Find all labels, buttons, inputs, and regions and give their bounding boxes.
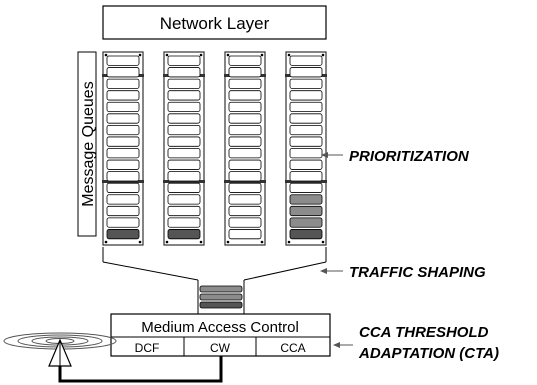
message-slot xyxy=(106,101,140,113)
message-slot xyxy=(167,159,201,170)
message-slot xyxy=(289,55,323,66)
message-slot xyxy=(106,90,140,101)
network-layer-box: Network Layer xyxy=(102,5,327,40)
message-slot xyxy=(106,159,140,170)
message-queue xyxy=(102,51,144,246)
message-queues-label: Message Queues xyxy=(80,81,97,206)
message-slot xyxy=(106,124,140,136)
message-slot-filled xyxy=(289,194,323,205)
merge-buffer xyxy=(199,285,243,309)
mac-box: Medium Access Control DCF CW CCA xyxy=(110,313,331,357)
message-slot xyxy=(106,113,140,124)
message-slot xyxy=(106,182,140,193)
message-slot xyxy=(167,217,201,228)
message-slot xyxy=(106,171,140,182)
message-slot xyxy=(228,182,262,193)
message-slot xyxy=(106,78,140,89)
message-slot xyxy=(167,148,201,159)
message-slot xyxy=(228,171,262,182)
mac-cell-cw: CW xyxy=(210,341,231,355)
message-slot-filled xyxy=(289,229,323,240)
prioritization-label: PRIORITIZATION xyxy=(349,148,470,165)
message-slot xyxy=(228,159,262,170)
annotation-pointers xyxy=(320,152,353,348)
message-queue xyxy=(163,51,205,246)
message-slot xyxy=(289,182,323,193)
funnel-lines xyxy=(102,247,327,314)
message-slot xyxy=(106,136,140,147)
message-slot xyxy=(228,90,262,101)
message-slot xyxy=(167,67,201,78)
cta-label-line2: ADAPTATION (CTA) xyxy=(358,345,499,362)
antenna-icon xyxy=(3,332,117,367)
message-slot xyxy=(289,148,323,159)
message-slot xyxy=(167,55,201,66)
message-slot xyxy=(289,67,323,78)
message-slot xyxy=(289,159,323,170)
mac-cell-dcf: DCF xyxy=(135,341,160,355)
mac-cell-cca: CCA xyxy=(280,341,305,355)
message-queue xyxy=(285,51,327,246)
mac-title: Medium Access Control xyxy=(141,319,299,336)
message-queue xyxy=(224,51,266,246)
message-slot xyxy=(228,217,262,228)
message-slot xyxy=(167,101,201,113)
message-slot xyxy=(167,113,201,124)
network-layer-label: Network Layer xyxy=(160,14,270,33)
message-slot xyxy=(167,78,201,89)
antenna-wire xyxy=(58,356,223,383)
message-slot xyxy=(289,113,323,124)
message-queues xyxy=(102,51,327,246)
message-slot xyxy=(106,148,140,159)
message-slot xyxy=(228,194,262,205)
message-slot xyxy=(289,101,323,113)
message-queues-label-box: Message Queues xyxy=(77,51,97,237)
message-slot xyxy=(106,194,140,205)
message-slot xyxy=(228,205,262,217)
message-slot xyxy=(167,171,201,182)
message-slot xyxy=(106,217,140,228)
message-slot xyxy=(228,136,262,147)
message-slot xyxy=(228,67,262,78)
message-slot xyxy=(167,182,201,193)
message-slot-filled xyxy=(289,217,323,228)
message-slot xyxy=(228,148,262,159)
message-slot xyxy=(228,229,262,240)
message-slot xyxy=(289,78,323,89)
message-slot xyxy=(106,205,140,217)
message-slot-filled xyxy=(167,229,201,240)
message-slot xyxy=(228,101,262,113)
cta-label-line1: CCA THRESHOLD xyxy=(359,324,489,341)
message-slot xyxy=(289,136,323,147)
message-slot xyxy=(289,90,323,101)
message-slot xyxy=(289,124,323,136)
message-slot xyxy=(167,90,201,101)
message-slot xyxy=(167,136,201,147)
message-slot xyxy=(167,194,201,205)
message-slot-filled xyxy=(289,205,323,217)
merge-buffer-slot xyxy=(199,293,243,301)
message-slot xyxy=(228,113,262,124)
message-slot xyxy=(289,171,323,182)
traffic-shaping-label: TRAFFIC SHAPING xyxy=(349,264,486,281)
merge-buffer-slot xyxy=(199,285,243,293)
message-slot xyxy=(167,205,201,217)
message-slot xyxy=(228,124,262,136)
message-slot xyxy=(167,124,201,136)
message-slot xyxy=(106,55,140,66)
merge-buffer-slot xyxy=(199,301,243,309)
message-slot xyxy=(228,55,262,66)
message-slot xyxy=(106,67,140,78)
message-slot xyxy=(228,78,262,89)
message-slot-filled xyxy=(106,229,140,240)
